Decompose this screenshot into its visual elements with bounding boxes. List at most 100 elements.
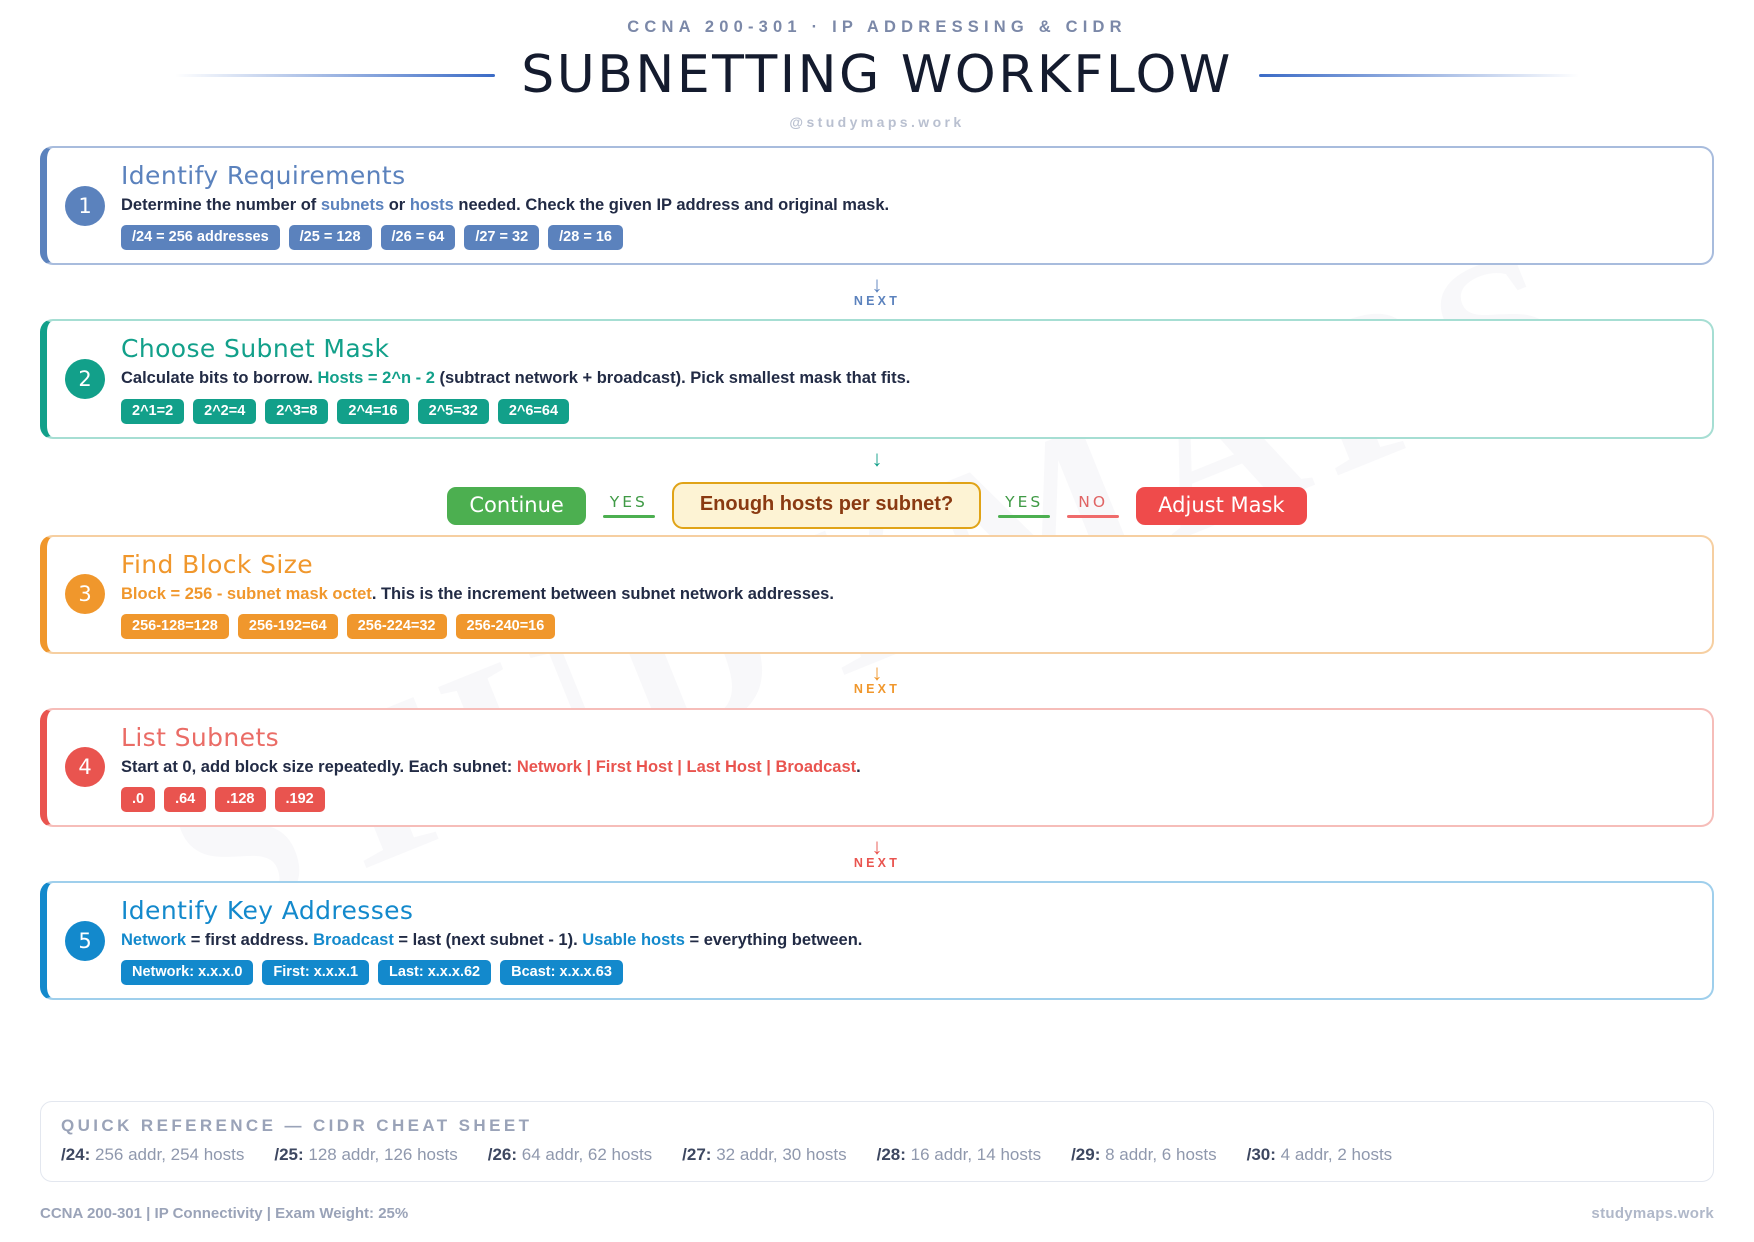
page-header: CCNA 200-301 · IP ADDRESSING & CIDR SUBN… (0, 0, 1754, 130)
footer-exam-info: CCNA 200-301 | IP Connectivity | Exam We… (40, 1205, 409, 1222)
highlight-term: Block = 256 - subnet mask octet (121, 584, 372, 603)
arrow-down-icon: ↓ (871, 660, 883, 686)
step-title: Identify Requirements (121, 161, 406, 190)
step-title: List Subnets (121, 722, 280, 752)
step-pill[interactable]: 2^6=64 (497, 398, 570, 424)
step-pill[interactable]: /28 = 16 (548, 225, 623, 251)
cidr-prefix: /27: (682, 1145, 712, 1164)
step-pill[interactable]: 256-128=128 (121, 613, 229, 639)
step-pill[interactable]: 2^3=8 (265, 398, 329, 424)
title-row: SUBNETTING WORKFLOW (0, 45, 1754, 105)
step-pill-row: 2^1=2 2^2=4 2^3=8 2^4=16 2^5=32 2^6=64 (121, 398, 1690, 424)
highlight-term: Hosts = 2^n - 2 (317, 369, 435, 388)
step-pill-row: .0 .64 .128 .192 (121, 787, 1690, 813)
cidr-prefix: /28: (876, 1145, 906, 1164)
branch-label: YES (1005, 493, 1044, 512)
continue-button[interactable]: Continue (447, 486, 586, 525)
quick-reference-item: /24: 256 addr, 254 hosts (61, 1145, 245, 1164)
step-pill[interactable]: /27 = 32 (464, 225, 540, 251)
quick-reference-title: QUICK REFERENCE — CIDR CHEAT SHEET (61, 1116, 533, 1135)
step-card-5[interactable]: 5 Identify Key Addresses Network = first… (40, 881, 1714, 1001)
step-pill[interactable]: .128 (215, 787, 266, 813)
step-pill[interactable]: /25 = 128 (288, 225, 372, 251)
step-pill[interactable]: 2^5=32 (417, 398, 489, 424)
quick-reference-items: /24: 256 addr, 254 hosts/25: 128 addr, 1… (61, 1145, 1693, 1165)
step-card-3[interactable]: 3 Find Block Size Block = 256 - subnet m… (40, 534, 1714, 654)
branch-label: NO (1078, 493, 1109, 512)
workflow-steps: 1 Identify Requirements Determine the nu… (0, 146, 1754, 1001)
step-number-badge: 4 (65, 747, 105, 788)
step-title: Choose Subnet Mask (121, 334, 390, 364)
connector-label: NEXT (853, 682, 901, 697)
step-number-badge: 2 (65, 358, 105, 399)
cidr-prefix: /30: (1246, 1145, 1276, 1164)
description-text: . This is the increment between subnet n… (371, 584, 834, 603)
connector-label: NEXT (853, 855, 901, 870)
step-number-badge: 1 (65, 185, 105, 226)
step-pill[interactable]: 2^4=16 (337, 398, 409, 424)
step-pill[interactable]: 2^1=2 (121, 398, 185, 424)
step-pill[interactable]: 2^2=4 (193, 398, 257, 424)
step-pill-row: 256-128=128 256-192=64 256-224=32 256-240=1… (121, 613, 1690, 639)
highlight-term: hosts (409, 196, 454, 214)
arrow-down-icon: ↓ (871, 271, 883, 297)
highlight-term: Network | First Host | Last Host | Broad… (516, 757, 857, 776)
step-pill[interactable]: Last: x.x.x.62 (378, 960, 492, 986)
title-rule-left-decoration (175, 73, 496, 77)
description-text: needed. Check the given IP address and o… (453, 196, 890, 214)
description-text: Determine the number of (121, 196, 321, 214)
description-text: = everything between. (684, 931, 863, 950)
quick-reference-panel: QUICK REFERENCE — CIDR CHEAT SHEET /24: … (40, 1101, 1714, 1182)
branch-label: YES (609, 493, 648, 512)
step-pill[interactable]: .64 (164, 787, 207, 813)
step-pill[interactable]: /26 = 64 (380, 225, 456, 251)
branch-yes-right: YES (998, 493, 1051, 519)
connector-step3-step4: ↓ NEXT (0, 654, 1754, 708)
step-title: Identify Key Addresses (121, 896, 414, 926)
step-pill[interactable]: 256-224=32 (346, 613, 447, 639)
cidr-prefix: /29: (1071, 1145, 1101, 1164)
page-footer: CCNA 200-301 | IP Connectivity | Exam We… (40, 1205, 1714, 1222)
highlight-term: Broadcast (313, 931, 394, 950)
step-description: Determine the number of subnets or hosts… (121, 194, 1690, 216)
header-kicker: CCNA 200-301 · IP ADDRESSING & CIDR (627, 18, 1127, 36)
arrow-down-icon: ↓ (871, 833, 883, 859)
step-pill[interactable]: Bcast: x.x.x.63 (500, 960, 623, 986)
step-pill[interactable]: 256-240=16 (455, 613, 556, 639)
highlight-term: Usable hosts (582, 931, 685, 950)
decision-question[interactable]: Enough hosts per subnet? (671, 482, 982, 530)
step-card-1[interactable]: 1 Identify Requirements Determine the nu… (40, 146, 1714, 266)
step-pill[interactable]: 256-192=64 (237, 613, 338, 639)
quick-reference-item: /29: 8 addr, 6 hosts (1071, 1145, 1217, 1164)
step-pill[interactable]: Network: x.x.x.0 (121, 960, 254, 986)
step-pill[interactable]: First: x.x.x.1 (262, 960, 370, 986)
connector-label: NEXT (853, 293, 901, 308)
step-title: Find Block Size (121, 549, 314, 579)
step-description: Block = 256 - subnet mask octet. This is… (121, 583, 1690, 605)
step-description: Start at 0, add block size repeatedly. E… (121, 756, 1690, 778)
quick-reference-item: /30: 4 addr, 2 hosts (1246, 1145, 1393, 1164)
footer-brand: studymaps.work (1591, 1205, 1714, 1222)
decision-row: Continue YES Enough hosts per subnet? YE… (0, 482, 1754, 530)
adjust-mask-button[interactable]: Adjust Mask (1136, 486, 1307, 525)
step-pill[interactable]: /24 = 256 addresses (121, 225, 280, 251)
step-card-4[interactable]: 4 List Subnets Start at 0, add block siz… (40, 707, 1714, 828)
step-card-2[interactable]: 2 Choose Subnet Mask Calculate bits to b… (40, 319, 1714, 439)
author-handle: @studymaps.work (789, 114, 965, 130)
page-title: SUBNETTING WORKFLOW (521, 45, 1233, 105)
step-pill-row: Network: x.x.x.0 First: x.x.x.1 Last: x.x.… (121, 960, 1690, 986)
quick-reference-item: /25: 128 addr, 126 hosts (274, 1145, 458, 1164)
branch-bar-decoration (602, 515, 655, 519)
branch-bar-decoration (1067, 515, 1120, 519)
cidr-prefix: /25: (274, 1145, 304, 1164)
step-pill-row: /24 = 256 addresses/25 = 128/26 = 64/27 … (121, 225, 1690, 251)
quick-reference-item: /28: 16 addr, 14 hosts (876, 1145, 1042, 1164)
title-rule-right-decoration (1258, 73, 1579, 77)
quick-reference-item: /27: 32 addr, 30 hosts (682, 1145, 847, 1164)
arrow-down-icon: ↓ (871, 445, 883, 471)
branch-yes-left: YES (602, 493, 655, 519)
step-pill[interactable]: .192 (274, 787, 325, 813)
step-pill[interactable]: .0 (121, 787, 156, 813)
description-text: = first address. (186, 931, 314, 950)
